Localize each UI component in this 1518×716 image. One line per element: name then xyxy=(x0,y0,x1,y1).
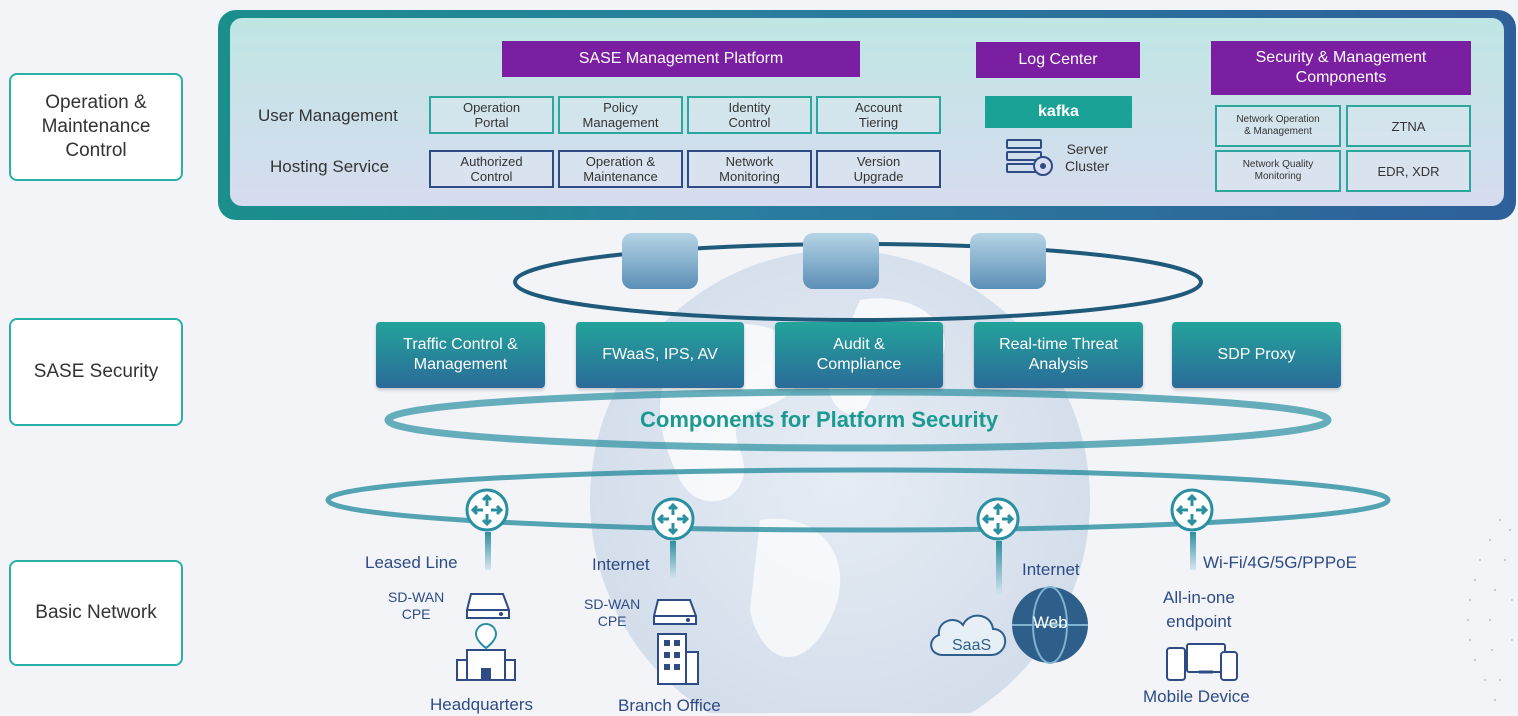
branch-office-label: Branch Office xyxy=(618,696,721,715)
log-center-title: Log Center xyxy=(976,42,1140,78)
connector-right xyxy=(970,233,1046,289)
stem-mobile xyxy=(1190,532,1196,570)
router-icon-branch xyxy=(651,497,695,541)
lower-ring xyxy=(325,467,1391,533)
audit-compliance-box: Audit & Compliance xyxy=(775,322,943,388)
traffic-control-box: Traffic Control & Management xyxy=(376,322,545,388)
sdp-proxy-box: SDP Proxy xyxy=(1172,322,1341,388)
leased-line-label: Leased Line xyxy=(365,553,458,572)
wifi-4g-5g-label: Wi-Fi/4G/5G/PPPoE xyxy=(1203,553,1357,572)
saas-label: SaaS xyxy=(952,637,992,654)
version-upgrade-box: Version Upgrade xyxy=(816,150,941,188)
policy-management-box: Policy Management xyxy=(558,96,683,134)
user-management-label: User Management xyxy=(258,106,398,125)
router-icon-mobile xyxy=(1170,488,1214,532)
stem-hq xyxy=(485,532,491,570)
threat-analysis-box: Real-time Threat Analysis xyxy=(974,322,1143,388)
operation-maintenance-box: Operation & Maintenance xyxy=(558,150,683,188)
sase-security-label: SASE Security xyxy=(9,318,183,426)
connector-center xyxy=(803,233,879,289)
ztna-box: ZTNA xyxy=(1346,105,1471,147)
branch-cpe-label: SD-WAN CPE xyxy=(584,596,641,629)
cpe-device-icon-branch xyxy=(653,599,697,625)
router-icon-cloud xyxy=(976,497,1020,541)
hq-cpe-label: SD-WAN CPE xyxy=(388,589,445,622)
network-operation-management-box: Network Operation & Management xyxy=(1215,105,1341,147)
branch-internet-label: Internet xyxy=(592,555,650,574)
account-tiering-box: Account Tiering xyxy=(816,96,941,134)
edr-xdr-box: EDR, XDR xyxy=(1346,150,1471,192)
server-cluster-label: Server Cluster xyxy=(1065,141,1110,174)
building-icon-branch xyxy=(657,633,699,685)
authorized-control-box: Authorized Control xyxy=(429,150,554,188)
router-icon-hq xyxy=(465,488,509,532)
headquarters-label: Headquarters xyxy=(430,695,534,714)
basic-network-label: Basic Network xyxy=(9,560,183,666)
operation-portal-box: Operation Portal xyxy=(429,96,554,134)
cloud-internet-label: Internet xyxy=(1022,560,1080,579)
connector-left xyxy=(622,233,698,289)
server-cluster-icon xyxy=(1006,139,1053,176)
saas-web-icon xyxy=(930,586,1088,664)
network-monitoring-box: Network Monitoring xyxy=(687,150,812,188)
operation-maintenance-control-label: Operation & Maintenance Control xyxy=(9,73,183,181)
identity-control-box: Identity Control xyxy=(687,96,812,134)
building-icon-hq xyxy=(456,622,516,681)
fwaas-box: FWaaS, IPS, AV xyxy=(576,322,744,388)
stem-branch xyxy=(670,541,676,579)
platform-security-label: Components for Platform Security xyxy=(640,407,999,432)
sase-management-platform-title: SASE Management Platform xyxy=(502,41,860,77)
hosting-service-label: Hosting Service xyxy=(270,157,390,176)
kafka-badge: kafka xyxy=(985,96,1132,128)
all-in-one-endpoint-label: All-in-one endpoint xyxy=(1163,588,1235,631)
mobile-device-label: Mobile Device xyxy=(1143,687,1250,706)
web-label: Web xyxy=(1033,613,1068,632)
network-quality-monitoring-box: Network Quality Monitoring xyxy=(1215,150,1341,192)
cpe-device-icon-hq xyxy=(466,593,510,619)
security-management-components-title: Security & Management Components xyxy=(1211,41,1471,95)
stem-cloud xyxy=(996,541,1002,596)
middle-ring xyxy=(384,388,1332,452)
dotted-sphere-decoration xyxy=(1466,518,1514,702)
mobile-devices-icon xyxy=(1166,643,1238,681)
